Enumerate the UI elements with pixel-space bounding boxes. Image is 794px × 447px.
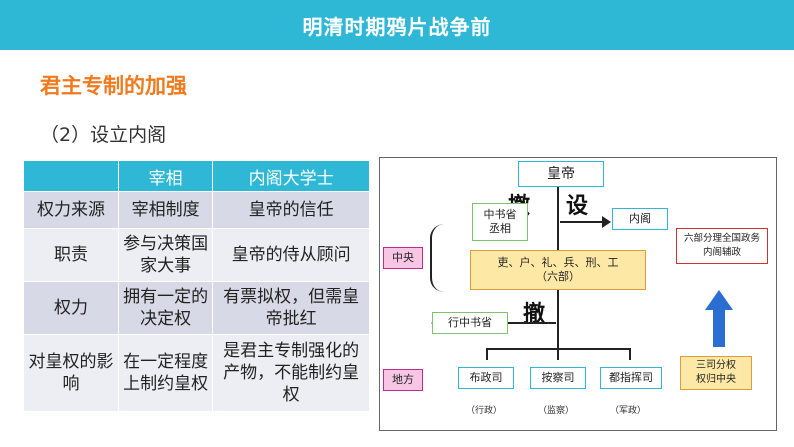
- table-row: 权力来源 宰相制度 皇帝的信任: [23, 191, 370, 229]
- subheading: （2）设立内阁: [40, 124, 167, 146]
- branch-line: [629, 348, 631, 360]
- comparison-table: 宰相 内阁大学士 权力来源 宰相制度 皇帝的信任 职责 参与决策国家大事 皇帝的…: [23, 160, 370, 412]
- up-arrow-icon: [705, 290, 733, 310]
- establish-label: 设: [566, 194, 589, 219]
- local-label-box: 地方: [383, 369, 423, 391]
- table-cell: 在一定程度上制约皇权: [117, 334, 214, 412]
- row-label: 对皇权的影响: [23, 334, 119, 412]
- row-label: 权力来源: [23, 191, 119, 229]
- table-header-row: 宰相 内阁大学士: [23, 160, 370, 192]
- six-ministries-box: 吏、户、礼、兵、刑、工 （六部）: [470, 250, 646, 290]
- table-header-cell: 内阁大学士: [212, 160, 370, 192]
- table-row: 职责 参与决策国家大事 皇帝的侍从顾问: [23, 228, 370, 282]
- section-heading: 君主专制的加强: [40, 74, 187, 98]
- table-cell: 宰相制度: [117, 191, 214, 229]
- ming-government-diagram: 皇帝 撤 设 中书省 丞相 内阁 中央 吏、户、礼、兵、刑、工 （六部） 撤 行…: [379, 157, 777, 431]
- table-header-cell: [23, 160, 119, 192]
- row-label: 权力: [23, 281, 119, 335]
- neige-box: 内阁: [612, 208, 668, 230]
- caption-admin: （行政）: [466, 406, 503, 416]
- arrow-right-icon: [602, 216, 611, 228]
- table-row: 权力 拥有一定的决定权 有票拟权，但需皇帝批红: [23, 281, 370, 335]
- up-arrow-shaft: [713, 309, 725, 347]
- table-cell: 皇帝的侍从顾问: [212, 228, 370, 282]
- note-bottom-box: 三司分权 权归中央: [680, 356, 752, 390]
- table-cell: 皇帝的信任: [212, 191, 370, 229]
- table-cell: 拥有一定的决定权: [117, 281, 214, 335]
- row-label: 职责: [23, 228, 119, 282]
- zhongshu-box: 中书省 丞相: [472, 203, 528, 241]
- branch-line: [486, 348, 488, 360]
- buzheng-box: 布政司: [458, 367, 514, 389]
- table-cell: 参与决策国家大事: [117, 228, 214, 282]
- emperor-box: 皇帝: [518, 161, 604, 187]
- table-row: 对皇权的影响 在一定程度上制约皇权 是君主专制强化的产物，不能制约皇权: [23, 334, 370, 412]
- page-title: 明清时期鸦片战争前: [302, 14, 492, 39]
- ancha-box: 按察司: [530, 367, 586, 389]
- abolish-label-2: 撤: [523, 302, 546, 327]
- brace-icon: [430, 224, 446, 292]
- arrow-line: [560, 221, 604, 223]
- note-top-box: 六部分理全国政务 内阁辅政: [676, 228, 768, 264]
- duzhihui-box: 都指挥司: [600, 367, 662, 389]
- branch-line: [557, 348, 559, 360]
- xingzhong-box: 行中书省: [432, 312, 508, 334]
- central-label-box: 中央: [383, 247, 423, 269]
- caption-military: （军政）: [610, 406, 647, 416]
- table-cell: 是君主专制强化的产物，不能制约皇权: [212, 334, 370, 412]
- caption-supervise: （监察）: [538, 406, 575, 416]
- page-title-bar: 明清时期鸦片战争前: [0, 0, 794, 50]
- table-cell: 有票拟权，但需皇帝批红: [212, 281, 370, 335]
- table-header-cell: 宰相: [117, 160, 214, 192]
